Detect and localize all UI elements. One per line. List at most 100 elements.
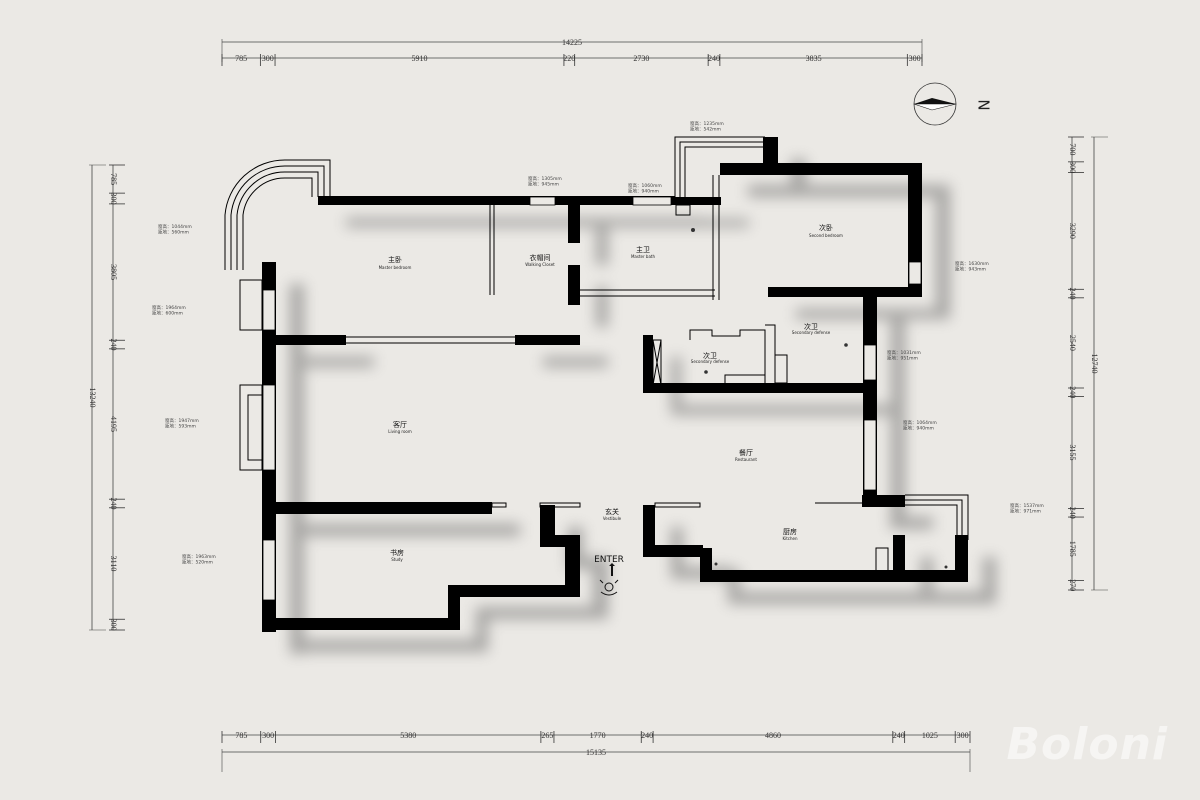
- window-note-height: 窗高：1235mm: [690, 120, 724, 127]
- room-restaurant: 餐厅: [739, 448, 753, 457]
- room-walking-closet-en: Walking Closet: [525, 262, 555, 267]
- left-dimension-segment: 785: [109, 173, 118, 185]
- room-walking-closet: 衣帽间: [530, 253, 551, 262]
- room-master-bath: 主卫: [636, 245, 650, 254]
- room-secondary-bath-1: 次卫: [804, 322, 818, 331]
- room-kitchen: 厨房: [783, 527, 797, 536]
- floor-drains: [691, 228, 948, 569]
- window-and-partition-lines: [224, 136, 969, 573]
- wall: [700, 570, 905, 582]
- window-note-sill: 距地：542mm: [690, 126, 721, 133]
- right-total-dimension: 12740: [1090, 354, 1099, 374]
- wall: [643, 545, 703, 557]
- wall-shadows: [290, 159, 996, 654]
- window-note-sill: 距地：940mm: [628, 188, 659, 195]
- window-note-height: 窗高：1963mm: [182, 553, 216, 560]
- wall: [262, 502, 492, 514]
- left-dimension-segment: 300: [109, 193, 118, 205]
- wall: [763, 137, 778, 175]
- room-living-room-en: Living room: [388, 429, 412, 434]
- right-dimension-segment: 270: [1068, 579, 1077, 591]
- window-note-sill: 距地：943mm: [955, 266, 986, 273]
- top-dimension-segment: 300: [262, 54, 274, 63]
- room-second-bedroom: 次卧: [819, 223, 833, 232]
- left-dimension-segment: 3805: [109, 264, 118, 280]
- top-dimension-segment: 220: [563, 54, 575, 63]
- window-note-sill: 距地：560mm: [158, 229, 189, 236]
- brand-logo: Boloni: [1006, 719, 1168, 770]
- room-master-bath-en: Master bath: [631, 254, 655, 259]
- wall: [565, 540, 580, 597]
- left-total-dimension: 13240: [88, 388, 97, 408]
- right-dimension-segment: 240: [1068, 386, 1077, 398]
- top-total-dimension: 14225: [562, 38, 582, 47]
- wall: [768, 287, 922, 297]
- bottom-dimension-segment: 1770: [590, 731, 606, 740]
- wall: [669, 197, 721, 205]
- window-note-height: 窗高：1064mm: [903, 419, 937, 426]
- bottom-dimension-segment: 5380: [400, 731, 416, 740]
- room-vestibule: 玄关: [605, 507, 619, 516]
- window-note-sill: 距地：520mm: [182, 559, 213, 566]
- bottom-dimension-segment: 785: [235, 731, 247, 740]
- bottom-dimension-segment: 1025: [922, 731, 938, 740]
- right-dimension-segment: 700: [1068, 143, 1077, 155]
- north-label: N: [975, 99, 993, 110]
- wall: [318, 196, 675, 205]
- bottom-total-dimension: 15135: [586, 748, 606, 757]
- left-dimension-segment: 4195: [109, 416, 118, 432]
- wall: [262, 262, 276, 282]
- wall: [643, 335, 653, 393]
- top-dimension-segment: 3835: [806, 54, 822, 63]
- room-secondary-bath-2: 次卫: [703, 351, 717, 360]
- wall: [540, 535, 580, 547]
- window-note-sill: 距地：945mm: [528, 181, 559, 188]
- bottom-dimension-segment: 265: [541, 731, 553, 740]
- wall: [643, 383, 877, 393]
- wall: [905, 570, 968, 582]
- left-dimension-segment: 3110: [109, 556, 118, 572]
- room-labels: 主卧 Master bedroom 衣帽间 Walking Closet 主卫 …: [379, 223, 843, 562]
- room-living-room: 客厅: [393, 420, 407, 429]
- arrow-up-icon: [609, 563, 615, 576]
- right-dimension-segment: 240: [1068, 507, 1077, 519]
- right-dimension-segment: 3290: [1068, 223, 1077, 239]
- window-note-sill: 距地：971mm: [1010, 508, 1041, 515]
- top-dimension-segment: 2730: [633, 54, 649, 63]
- window-note-height: 窗高：1537mm: [1010, 502, 1044, 509]
- window-note-height: 窗高：1947mm: [165, 417, 199, 424]
- right-dimension-segment: 2540: [1068, 335, 1077, 351]
- bottom-dimension-segment: 240: [641, 731, 653, 740]
- right-dimension-segment: 3155: [1068, 445, 1077, 461]
- right-dimension-segment: 300: [1068, 161, 1077, 173]
- windows: [262, 196, 922, 601]
- entrance-label: ENTER: [594, 555, 624, 565]
- wall: [262, 618, 460, 630]
- room-vestibule-en: Vestibule: [603, 516, 622, 521]
- left-dimension-segment: 300: [109, 619, 118, 631]
- entrance-marker: ENTER: [594, 555, 624, 596]
- window-note-height: 窗高：1630mm: [955, 260, 989, 267]
- right-dimension-segment: 240: [1068, 288, 1077, 300]
- bottom-dimension-segment: 300: [957, 731, 969, 740]
- window-note-sill: 距地：940mm: [903, 425, 934, 432]
- left-dimension-segment: 240: [109, 497, 118, 509]
- north-arrow-icon: [914, 98, 956, 104]
- bottom-dimension-segment: 300: [262, 731, 274, 740]
- room-restaurant-en: Restaurant: [735, 457, 757, 462]
- wall: [568, 205, 580, 243]
- room-master-bedroom: 主卧: [388, 255, 402, 264]
- window-note-height: 窗高：1031mm: [887, 349, 921, 356]
- window-note-height: 窗高：1044mm: [158, 223, 192, 230]
- room-second-bedroom-en: Second bedroom: [809, 233, 843, 238]
- window-note-sill: 距地：951mm: [887, 355, 918, 362]
- window-note-height: 窗高：1060mm: [628, 182, 662, 189]
- left-dimension-segment: 240: [109, 339, 118, 351]
- wall: [643, 505, 655, 557]
- window-note-sill: 距地：600mm: [152, 310, 183, 317]
- compass: N: [913, 82, 993, 126]
- wall: [568, 265, 580, 305]
- wall: [515, 335, 580, 345]
